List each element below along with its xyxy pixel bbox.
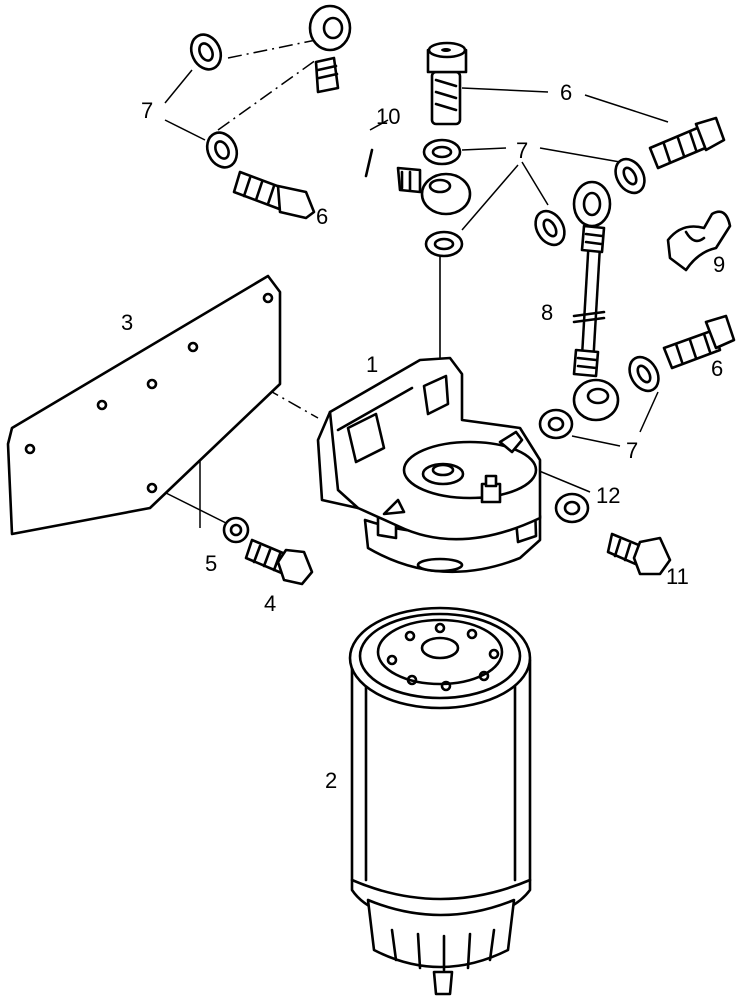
lock-washer: [222, 516, 250, 544]
callout-labels: 1 2 3 4 5 6 6 6 7 7 7 8 9 10 11 12: [121, 80, 725, 793]
callout-3: 3: [121, 310, 133, 335]
callout-4: 4: [264, 591, 276, 616]
bleed-screw: [606, 532, 672, 576]
fuel-pipe-left: [308, 4, 472, 216]
callout-6-right: 6: [711, 356, 723, 381]
callout-7-center: 7: [516, 138, 528, 163]
callout-11: 11: [666, 564, 689, 589]
callout-6-top: 6: [560, 80, 572, 105]
callout-7-right: 7: [626, 438, 638, 463]
mounting-bracket: [6, 274, 282, 536]
bracket-bolt: [244, 538, 314, 586]
filter-head: [316, 356, 542, 574]
banjo-bolt-top: [426, 41, 468, 126]
filter-cartridge: [348, 606, 532, 996]
pipe-clip: [666, 210, 732, 272]
banjo-bolt-left: [232, 170, 316, 220]
callout-2: 2: [325, 768, 337, 793]
callout-1: 1: [366, 352, 378, 377]
callout-12: 12: [596, 483, 620, 508]
callout-8: 8: [541, 300, 553, 325]
callout-7-left: 7: [141, 98, 153, 123]
callout-6-left: 6: [316, 204, 328, 229]
banjo-bolt-right-bottom: [662, 314, 736, 370]
callout-10: 10: [376, 104, 400, 129]
callout-9: 9: [713, 252, 725, 277]
banjo-bolt-right-top: [648, 116, 726, 170]
callout-5: 5: [205, 551, 217, 576]
sealing-washers: [189, 33, 660, 524]
fuel-pipe-right: [572, 180, 620, 422]
